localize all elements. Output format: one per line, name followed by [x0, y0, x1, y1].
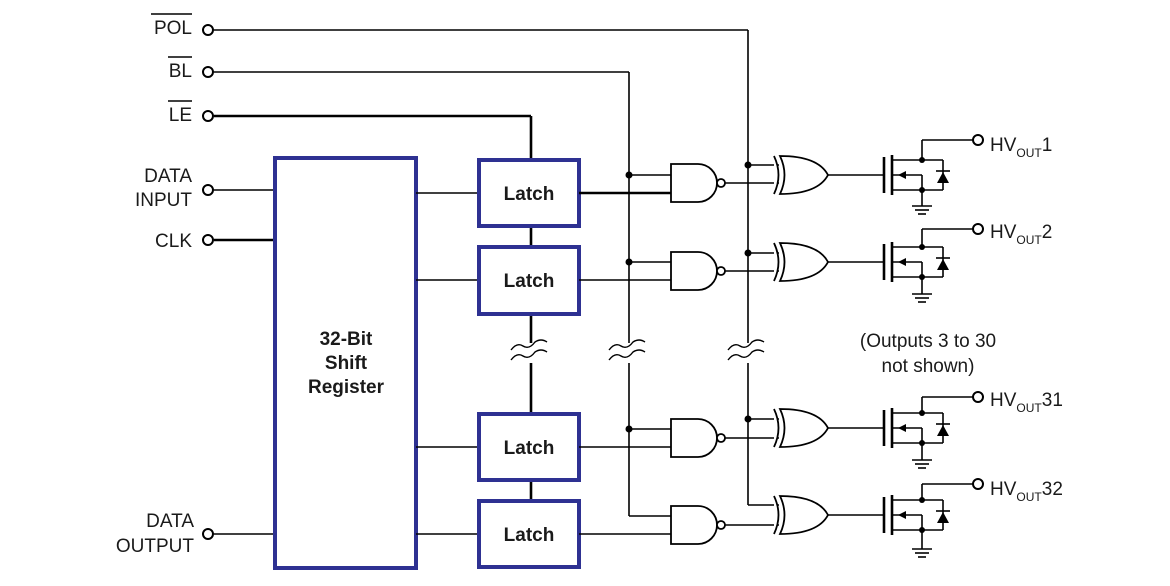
- hv-mosfet: [882, 397, 950, 469]
- clk-label: CLK: [155, 231, 192, 252]
- hv-output-pin: [972, 391, 984, 403]
- le-label: LE: [169, 105, 192, 126]
- pol-label: POL: [154, 18, 192, 39]
- bus-break-marks: [510, 339, 765, 361]
- hv-output-pin: [972, 478, 984, 490]
- note-line1: (Outputs 3 to 30: [860, 331, 996, 352]
- output-channel: HVOUT32: [579, 478, 1063, 558]
- control-lines: [214, 29, 749, 535]
- data-input-label-line1: DATA: [144, 166, 192, 187]
- shift-register: 32-Bit Shift Register: [273, 156, 418, 570]
- data-output-pin: [202, 528, 214, 540]
- le-pin: [202, 110, 214, 122]
- shift-register-label-line2: Shift: [325, 353, 368, 374]
- xor-gate-input-arc: [773, 495, 780, 535]
- xor-gate: [778, 155, 830, 195]
- hv-mosfet: [882, 140, 950, 215]
- input-pins: [202, 24, 214, 540]
- xor-gate: [778, 408, 830, 448]
- hv-mosfet: [882, 229, 950, 303]
- hv-output-number: 1: [1042, 135, 1053, 156]
- output-channel: HVOUT31: [579, 390, 1063, 469]
- hv-output-subscript: OUT: [1016, 146, 1042, 160]
- hv-output-prefix: HV: [990, 222, 1017, 243]
- note-line2: not shown): [882, 356, 975, 377]
- hv-output-label: HVOUT1: [990, 135, 1052, 160]
- nand-gate: [670, 505, 718, 545]
- hv-output-number: 32: [1042, 479, 1063, 500]
- nand-gate: [670, 251, 718, 291]
- latch-label: Latch: [504, 271, 555, 292]
- shift-register-label-line3: Register: [308, 377, 385, 398]
- output-channel: HVOUT2: [579, 222, 1052, 303]
- register-to-latch-wires: [416, 192, 479, 535]
- hv-output-prefix: HV: [990, 479, 1017, 500]
- nand-gate: [670, 418, 718, 458]
- inverter-bubble: [716, 266, 726, 276]
- shift-register-box: [273, 156, 418, 570]
- bl-pin: [202, 66, 214, 78]
- hv-output-subscript: OUT: [1016, 490, 1042, 504]
- latch-column: Latch Latch Latch Latch: [477, 158, 581, 569]
- inverter-bubble: [716, 520, 726, 530]
- clk-pin: [202, 234, 214, 246]
- hv-output-prefix: HV: [990, 135, 1017, 156]
- xor-gate: [778, 495, 830, 535]
- hv-output-subscript: OUT: [1016, 233, 1042, 247]
- latch-box: [477, 158, 581, 228]
- xor-gate-input-arc: [773, 408, 780, 448]
- hv-output-label: HVOUT32: [990, 479, 1063, 504]
- hv-output-label: HVOUT31: [990, 390, 1063, 415]
- nand-gate: [670, 163, 718, 203]
- hv-output-pin: [972, 134, 984, 146]
- data-output-label-line2: OUTPUT: [116, 536, 195, 557]
- bl-label: BL: [169, 61, 192, 82]
- output-channel: HVOUT1: [579, 134, 1052, 215]
- xor-gate-input-arc: [773, 242, 780, 282]
- inverter-bubble: [716, 178, 726, 188]
- latch-label: Latch: [504, 184, 555, 205]
- hv-output-number: 2: [1042, 222, 1053, 243]
- data-input-pin: [202, 184, 214, 196]
- hv-output-label: HVOUT2: [990, 222, 1052, 247]
- input-labels: POL BL LE DATA INPUT CLK DATA OUTPUT: [116, 13, 195, 557]
- latch-label: Latch: [504, 525, 555, 546]
- hv-output-prefix: HV: [990, 390, 1017, 411]
- shift-register-label-line1: 32-Bit: [320, 329, 373, 350]
- hv-mosfet: [882, 484, 950, 558]
- latch-label: Latch: [504, 438, 555, 459]
- hv-output-pin: [972, 223, 984, 235]
- hv-output-subscript: OUT: [1016, 401, 1042, 415]
- xor-gate-input-arc: [773, 155, 780, 195]
- latch-box: [477, 245, 581, 316]
- latch-box: [477, 412, 581, 482]
- xor-gate: [778, 242, 830, 282]
- inverter-bubble: [716, 433, 726, 443]
- data-output-label-line1: DATA: [146, 511, 194, 532]
- data-input-label-line2: INPUT: [135, 190, 192, 211]
- hv-output-number: 31: [1042, 390, 1063, 411]
- outputs-not-shown-note: (Outputs 3 to 30 not shown): [860, 331, 996, 377]
- pol-pin: [202, 24, 214, 36]
